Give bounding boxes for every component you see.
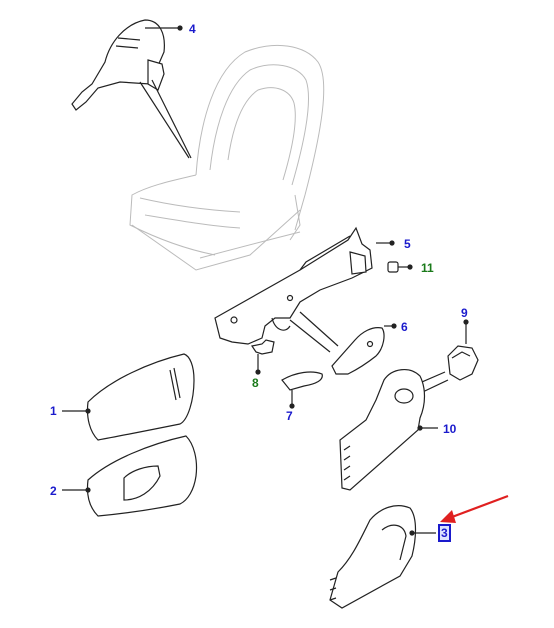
callout-8[interactable]: 8 <box>252 376 259 390</box>
part-2-cover <box>62 435 198 517</box>
part-8-clip <box>251 339 275 375</box>
seat-outline <box>129 44 325 271</box>
callout-5[interactable]: 5 <box>404 237 411 251</box>
callout-1[interactable]: 1 <box>50 404 57 418</box>
callout-3-selected[interactable]: 3 <box>438 524 451 542</box>
pointer-arrow <box>440 494 509 523</box>
part-11-bolt <box>387 261 413 273</box>
part-1-cover <box>62 353 195 441</box>
part-3-trim <box>329 505 436 609</box>
part-6-cover <box>289 311 397 375</box>
callout-11[interactable]: 11 <box>421 261 434 275</box>
callout-7[interactable]: 7 <box>286 409 293 423</box>
callout-4[interactable]: 4 <box>189 22 196 36</box>
part-5-bracket <box>214 226 395 345</box>
callout-6[interactable]: 6 <box>401 320 408 334</box>
callout-9[interactable]: 9 <box>461 306 468 320</box>
callout-2[interactable]: 2 <box>50 484 57 498</box>
part-4-guide <box>71 19 192 159</box>
callout-10[interactable]: 10 <box>443 422 457 436</box>
part-10-trim <box>339 369 438 491</box>
part-7-lever <box>281 371 323 409</box>
